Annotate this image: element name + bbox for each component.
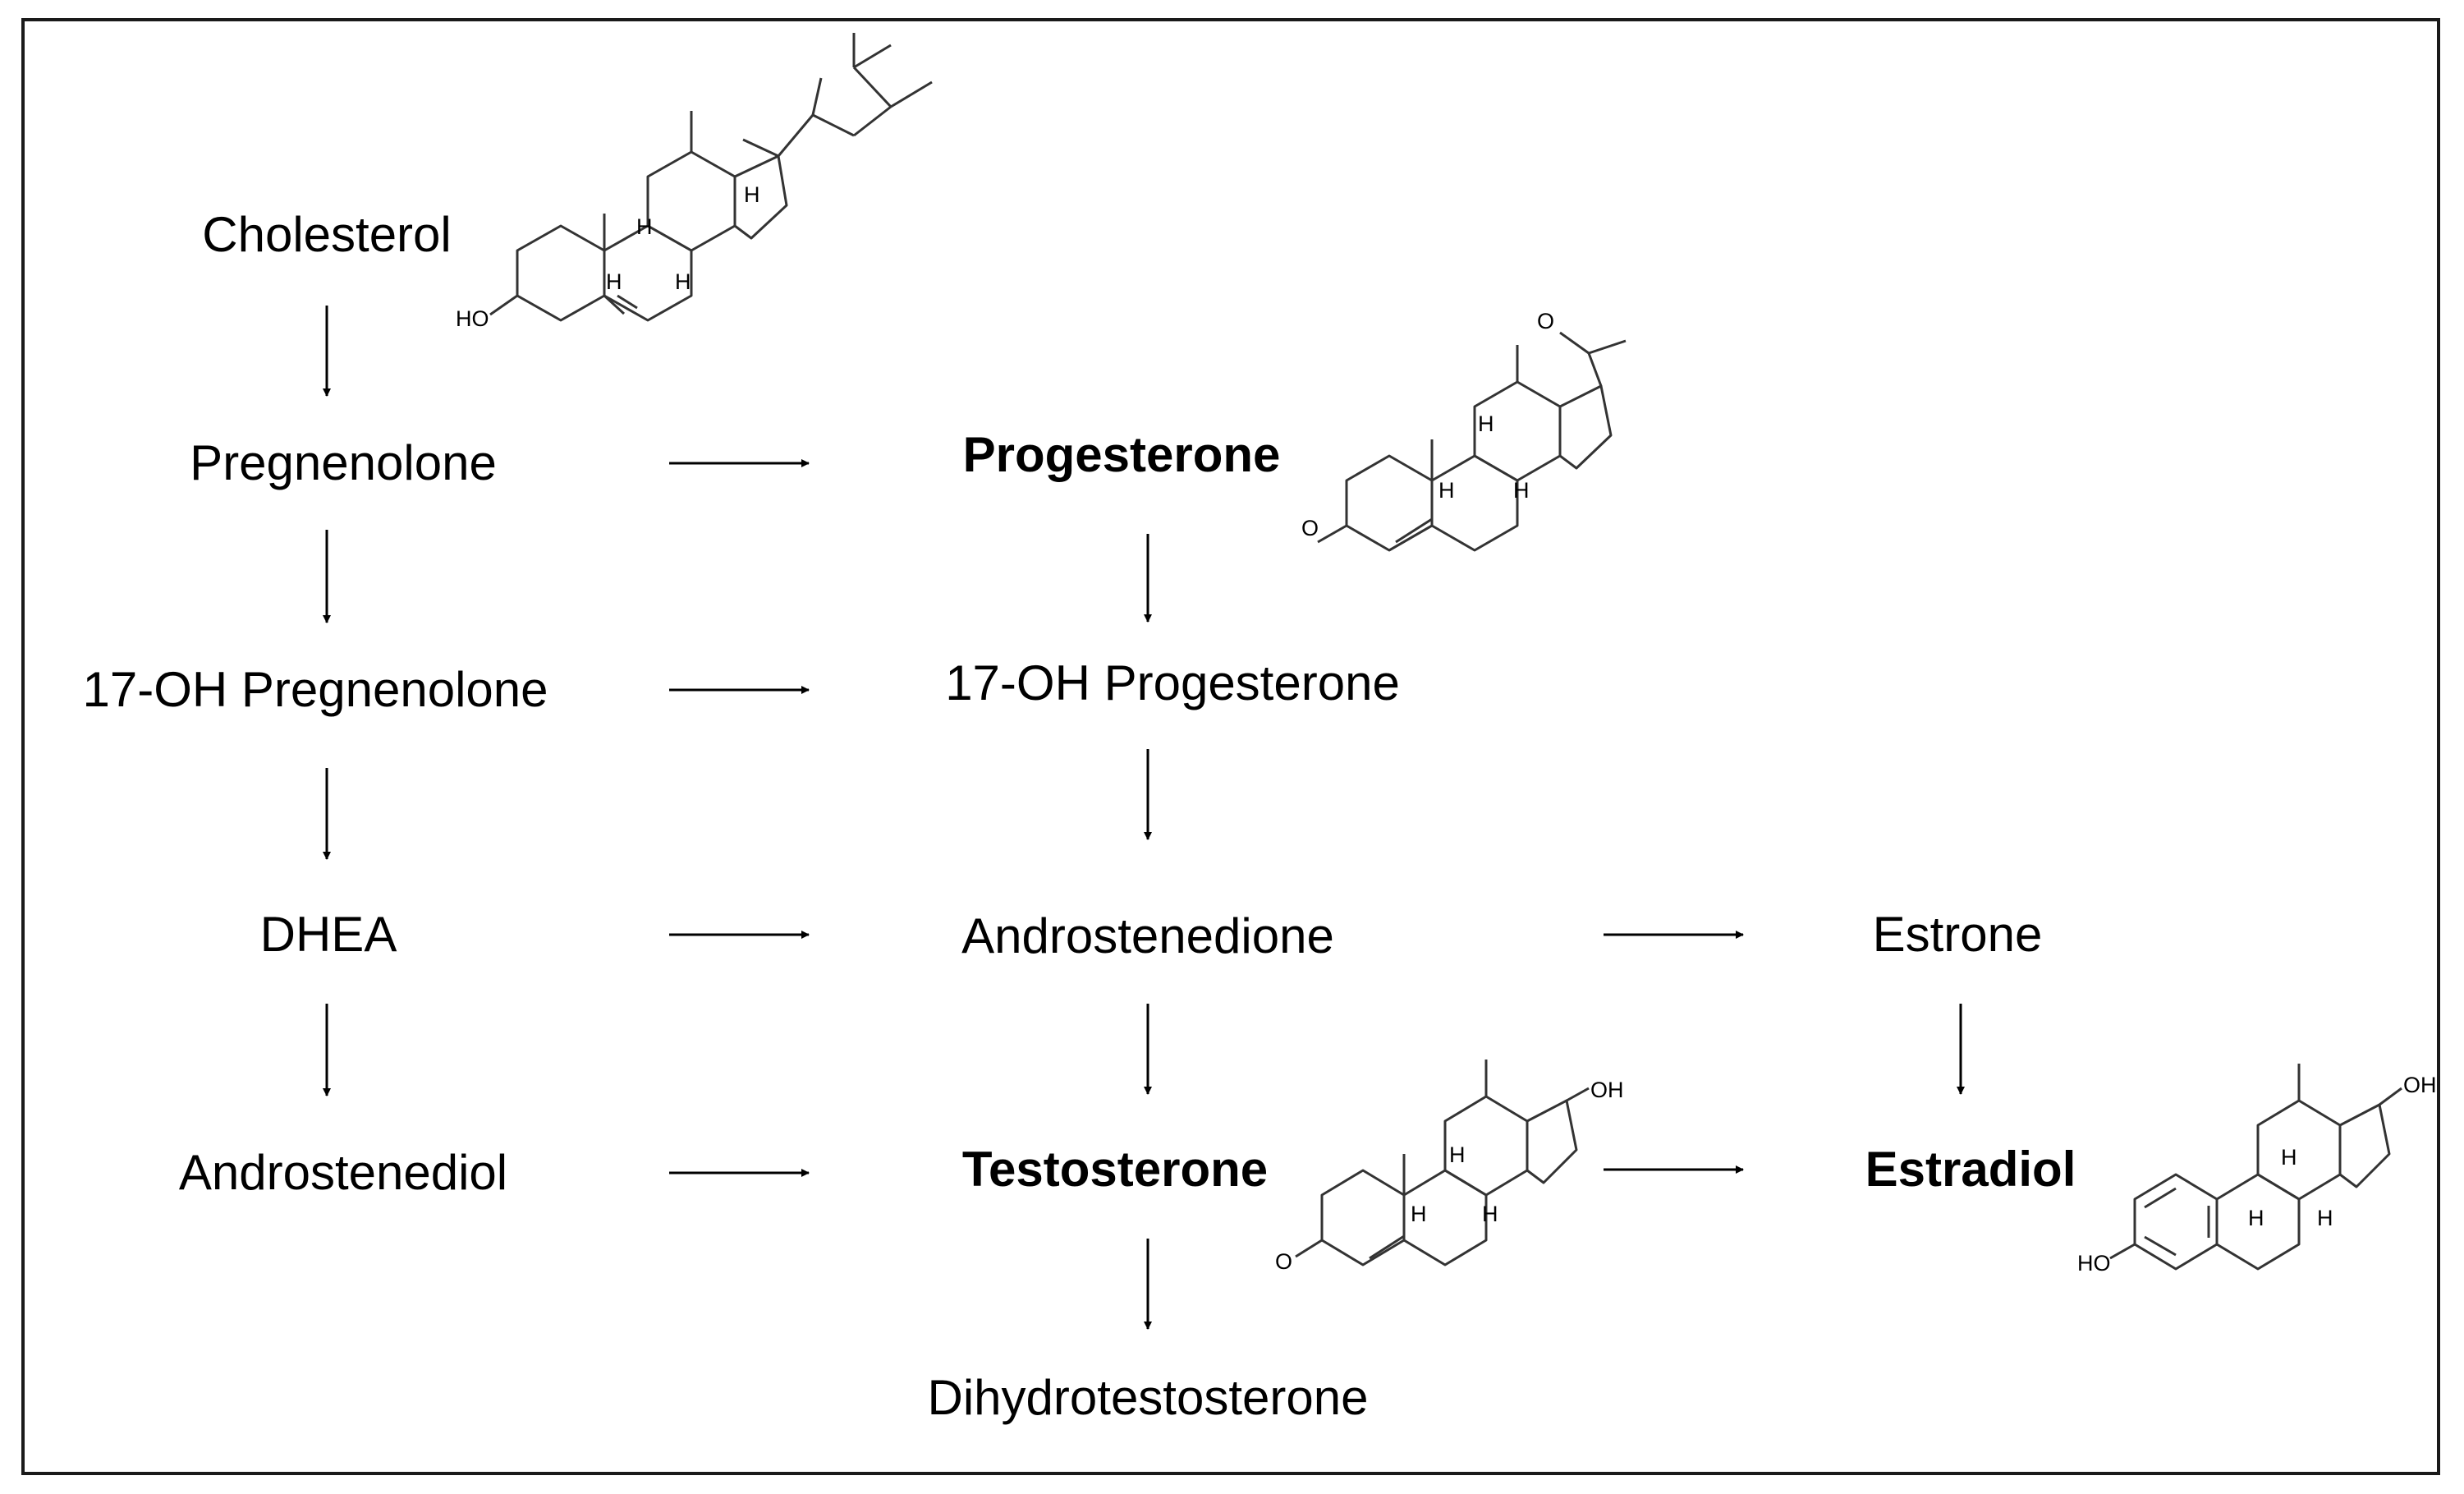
node-androstenedione: Androstenedione — [961, 908, 1334, 963]
diagram-frame — [21, 18, 2440, 1475]
estradiol-h-label: H — [2248, 1206, 2264, 1230]
estradiol-h-label: H — [2281, 1145, 2297, 1170]
estradiol-ho-label: HO — [2077, 1251, 2111, 1276]
cholesterol-h-label: H — [606, 269, 622, 294]
progesterone-h-label: H — [1438, 478, 1455, 503]
cholesterol-ho-label: HO — [456, 306, 489, 331]
node-cholesterol: Cholesterol — [202, 207, 452, 262]
node-estradiol: Estradiol — [1865, 1142, 2076, 1197]
progesterone-o-label: O — [1301, 516, 1319, 540]
testosterone-h-label: H — [1411, 1202, 1427, 1226]
progesterone-structure — [1317, 331, 1627, 552]
progesterone-o-label: O — [1537, 309, 1554, 333]
node-dihydrotestosterone: Dihydrotestosterone — [927, 1370, 1369, 1425]
testosterone-oh-label: OH — [1590, 1078, 1624, 1102]
node-testosterone: Testosterone — [961, 1142, 1269, 1197]
estradiol-oh-label: OH — [2403, 1073, 2437, 1097]
testosterone-h-label: H — [1482, 1202, 1498, 1226]
testosterone-o-label: O — [1275, 1249, 1292, 1274]
estradiol-structure — [2109, 1064, 2402, 1271]
progesterone-h-label: H — [1513, 478, 1530, 503]
testosterone-structure — [1295, 1060, 1590, 1266]
node-estrone: Estrone — [1872, 907, 2043, 962]
node-dhea: DHEA — [259, 907, 397, 962]
progesterone-h-label: H — [1478, 411, 1494, 436]
cholesterol-h-label: H — [636, 214, 653, 239]
node-pregnenolone: Pregnenolone — [190, 435, 497, 490]
testosterone-h-label: H — [1449, 1142, 1466, 1167]
node-17-oh-pregnenolone: 17-OH Pregnenolone — [82, 662, 548, 717]
node-17-oh-progesterone: 17-OH Progesterone — [945, 655, 1400, 710]
estradiol-h-label: H — [2317, 1206, 2333, 1230]
cholesterol-h-label: H — [744, 182, 760, 207]
cholesterol-structure — [489, 33, 933, 322]
cholesterol-h-label: H — [675, 269, 691, 294]
node-progesterone: Progesterone — [962, 427, 1281, 482]
node-androstenediol: Androstenediol — [178, 1145, 508, 1200]
